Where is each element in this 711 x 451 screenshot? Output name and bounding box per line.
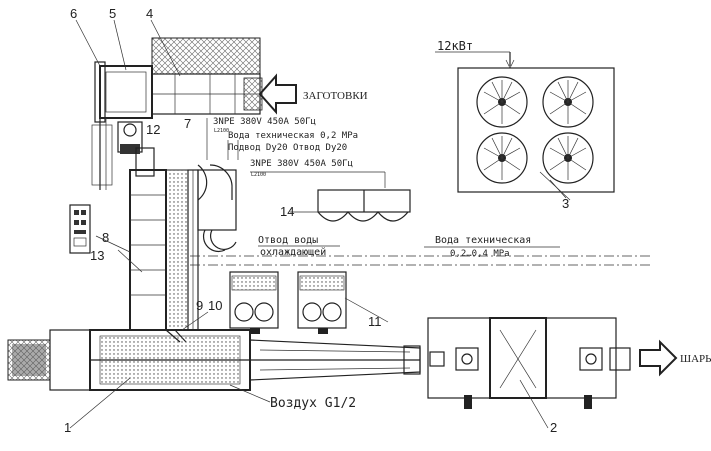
- callout-12: 12: [146, 122, 160, 137]
- control-cabinet: [69, 204, 91, 254]
- callout-10: 10: [208, 298, 222, 313]
- callout-9: 9: [196, 298, 203, 313]
- callout-7: 7: [184, 116, 191, 131]
- label-drain-line1: Отвод воды: [258, 235, 318, 246]
- furnace-block: [317, 189, 411, 222]
- callout-14: 14: [280, 204, 294, 219]
- fan-icon: [476, 76, 528, 128]
- rolling-mill: [7, 329, 421, 391]
- label-water-tech-1: Вода техническая 0,2 MPa: [228, 131, 358, 141]
- label-shary: ШАРЫ: [680, 353, 711, 365]
- heater-column: [129, 169, 199, 343]
- label-power-kw: 12кВт: [437, 39, 473, 53]
- pump: [229, 271, 279, 334]
- callout-1: 1: [64, 420, 71, 435]
- callout-2: 2: [550, 420, 557, 435]
- callout-4: 4: [146, 6, 153, 21]
- callout-6: 6: [70, 6, 77, 21]
- callout-3: 3: [562, 196, 569, 211]
- motor-unit: [117, 121, 155, 177]
- callout-8: 8: [102, 230, 109, 245]
- cooling-hoods: [197, 164, 237, 253]
- fan-icon: [542, 132, 594, 184]
- callout-13: 13: [90, 248, 104, 263]
- label-power-supply-1: 3NPE 380V 450A 50Гц: [213, 117, 316, 127]
- fan-cabinet: [457, 67, 615, 201]
- callout-5: 5: [109, 6, 116, 21]
- output-unit: [427, 317, 631, 409]
- output-arrow: [639, 339, 678, 377]
- label-zagotovki: ЗАГОТОВКИ: [303, 90, 368, 102]
- label-small-a: L2100: [214, 128, 229, 134]
- hopper: [91, 61, 153, 190]
- feed-conveyor: [151, 37, 263, 115]
- fan-icon: [542, 76, 594, 128]
- label-air: Воздух G1/2: [270, 396, 356, 411]
- label-small-b: L2100: [251, 172, 266, 178]
- input-arrow: [258, 73, 297, 115]
- fan-icon: [476, 132, 528, 184]
- label-drain-line2: охлаждающей: [260, 246, 326, 258]
- label-water-tech-2: Вода техническая: [435, 235, 531, 246]
- label-inlet-outlet: Подвод Dy20 Отвод Dy20: [228, 143, 347, 153]
- pump: [297, 271, 347, 334]
- label-power-supply-2: 3NPE 380V 450A 50Гц: [250, 159, 353, 169]
- callout-11: 11: [368, 314, 382, 329]
- pump-units: [229, 271, 347, 334]
- label-water-pressure: 0,2…0,4 MPa: [450, 249, 510, 259]
